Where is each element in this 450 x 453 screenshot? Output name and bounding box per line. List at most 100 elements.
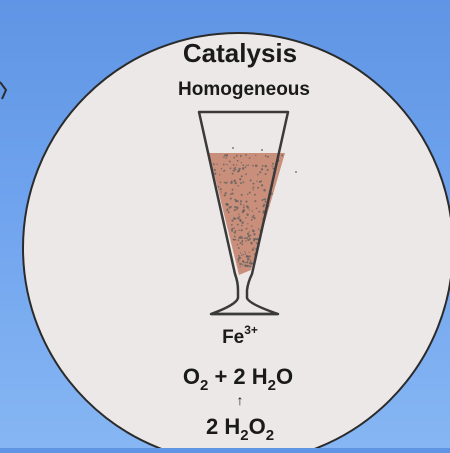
bubble <box>272 162 275 165</box>
bubble <box>256 173 259 176</box>
bubble <box>295 171 297 173</box>
bubble <box>233 227 235 229</box>
bubble <box>222 163 225 166</box>
bubble <box>225 157 227 159</box>
bubble <box>226 163 228 166</box>
bubble <box>245 200 248 203</box>
bubble <box>225 203 228 206</box>
bubble <box>249 265 252 268</box>
bubble <box>248 191 251 194</box>
bubble <box>232 147 234 149</box>
bubble <box>238 236 241 239</box>
reaction-arrow: ↑ <box>237 392 244 408</box>
bubble <box>264 200 267 203</box>
bubble <box>236 223 239 226</box>
bubble <box>252 186 255 189</box>
bubble <box>223 170 225 172</box>
bubble <box>236 200 239 203</box>
bubble <box>244 251 246 253</box>
bubble <box>267 156 269 158</box>
bubble <box>242 253 244 256</box>
bubble <box>238 247 240 249</box>
bubble <box>248 255 251 258</box>
bubble <box>246 260 249 262</box>
bubble <box>220 191 223 193</box>
bubble <box>257 228 260 230</box>
bubble <box>247 223 249 225</box>
bubble <box>249 260 252 262</box>
bubble <box>233 231 237 234</box>
bubble <box>230 229 234 232</box>
bubble <box>230 205 232 208</box>
bubble <box>246 232 250 235</box>
bubble <box>241 263 243 265</box>
bubble <box>224 154 227 157</box>
bubble <box>239 200 243 203</box>
bubble <box>243 206 245 209</box>
bubble <box>238 254 240 257</box>
bubble <box>232 217 236 220</box>
bubble <box>264 164 268 168</box>
bubble <box>229 167 232 170</box>
bubble <box>247 265 249 267</box>
bubble <box>241 243 244 246</box>
bubble <box>231 192 234 195</box>
bubble <box>272 167 275 170</box>
bubble <box>245 173 247 176</box>
bubble <box>246 261 249 264</box>
bubble <box>237 260 240 263</box>
bubble <box>238 213 240 215</box>
bubble <box>253 233 256 236</box>
bubble <box>223 156 225 158</box>
bubble <box>253 183 255 185</box>
bubble <box>235 206 239 209</box>
bubble <box>217 185 220 188</box>
bubble <box>224 169 226 171</box>
bubble <box>231 219 234 222</box>
title: Catalysis <box>183 38 297 68</box>
bubble <box>246 254 249 257</box>
bubble <box>225 154 229 157</box>
bubble <box>234 179 236 182</box>
bubble <box>261 165 264 167</box>
bubble <box>247 257 250 261</box>
bubble <box>241 239 244 242</box>
bubble <box>229 197 232 200</box>
bubble <box>258 210 261 213</box>
bubble <box>241 260 245 263</box>
edge-mark <box>0 81 8 100</box>
bubble <box>250 242 253 245</box>
bubble <box>245 217 247 219</box>
bubble <box>245 240 247 242</box>
bubble <box>261 149 263 151</box>
bubble <box>242 264 244 266</box>
bubble <box>238 229 240 231</box>
bubble <box>227 211 230 214</box>
bubble <box>253 193 256 196</box>
bubble <box>233 156 236 159</box>
bubble <box>247 206 250 209</box>
bubble <box>240 193 243 196</box>
bubble <box>231 172 234 175</box>
bubble <box>239 266 241 268</box>
bubble <box>248 231 250 233</box>
bubble <box>260 168 264 171</box>
products-equation: O2 + 2 H2O <box>183 364 293 394</box>
bubble <box>244 237 246 240</box>
bubble <box>244 166 247 169</box>
bubble <box>258 180 261 183</box>
bubble <box>251 210 253 212</box>
bubble <box>248 157 251 159</box>
liquid-bubbles <box>212 147 297 268</box>
bubble <box>238 215 241 218</box>
bubble <box>261 199 264 202</box>
bubble <box>216 163 218 166</box>
bubble <box>235 154 238 157</box>
bubble <box>247 193 249 195</box>
bubble <box>253 247 255 249</box>
bubble <box>244 261 246 264</box>
bubble <box>232 169 235 172</box>
bubble <box>226 208 229 210</box>
bubble <box>223 194 227 197</box>
